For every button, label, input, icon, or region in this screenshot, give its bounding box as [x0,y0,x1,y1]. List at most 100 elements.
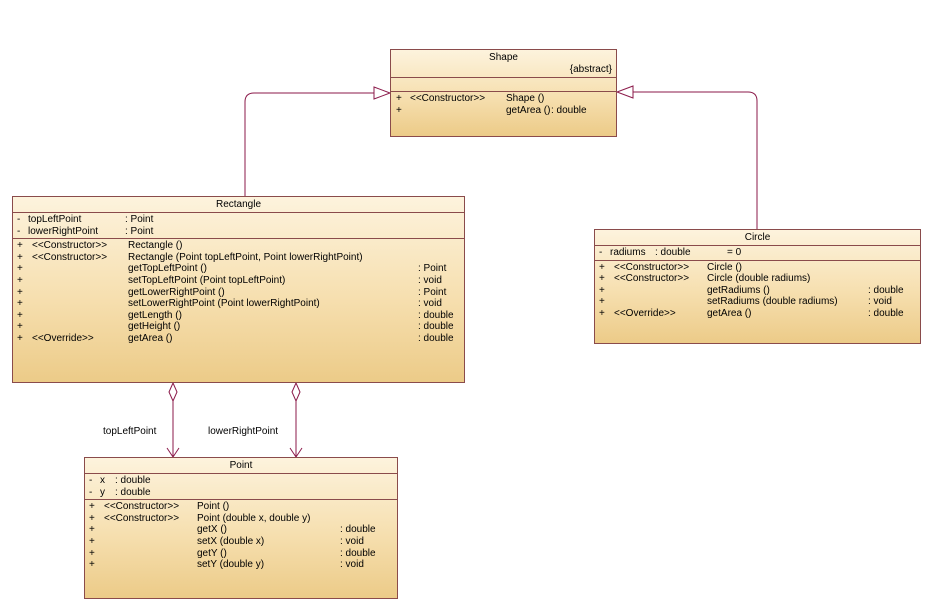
operation-return-type: : double [418,332,454,344]
operation-row[interactable]: +<<Constructor>>Circle (double radiums) [595,273,920,285]
operation-signature: getTopLeftPoint () [128,263,207,275]
class-rectangle-operations: +<<Constructor>>Rectangle ()+<<Construct… [13,239,464,345]
class-shape-operations: +<<Constructor>>Shape ()+getArea (): dou… [391,92,616,117]
class-circle-attributes: -radiums: double= 0 [595,246,920,261]
attribute-row[interactable]: -radiums: double= 0 [595,247,920,259]
visibility-marker: + [89,535,95,547]
generalization-arrowhead-left [373,86,392,100]
operation-row[interactable]: +setX (double x): void [85,536,397,548]
class-name: Circle [744,232,771,243]
operation-signature: Circle (double radiums) [707,273,811,285]
attribute-name: x [100,475,105,486]
visibility-marker: + [89,547,95,559]
visibility-marker: + [599,296,605,308]
class-rectangle[interactable]: Rectangle -topLeftPoint: Point-lowerRigh… [12,196,465,383]
generalization-circle-shape [633,91,758,229]
operation-signature: Circle () [707,261,742,273]
visibility-marker: + [17,240,23,252]
operation-stereotype: <<Override>> [614,307,676,319]
class-name: Point [229,460,253,471]
operation-signature: getRadiums () [707,284,770,296]
visibility-marker: + [89,559,95,571]
operation-row[interactable]: +getY (): double [85,548,397,560]
operation-row[interactable]: +getLowerRightPoint (): Point [13,287,464,299]
operation-signature: getArea () [506,104,551,116]
visibility-marker: + [396,93,402,104]
operation-row[interactable]: + getRadiums () : double [595,285,920,297]
operation-signature: Point () [197,501,230,513]
visibility-marker: - [89,486,93,498]
association-label-topleftpoint: topLeftPoint [103,426,157,437]
visibility-marker: + [599,284,605,296]
visibility-marker: + [17,332,23,344]
attribute-row[interactable]: -topLeftPoint: Point [13,214,464,226]
visibility-marker: + [599,261,605,273]
operation-row[interactable]: +<<Constructor>>Point () [85,501,397,513]
operation-row[interactable]: + getHeight () : double [13,321,464,333]
visibility-marker: + [17,298,23,310]
operation-signature: getLength () [128,309,182,321]
attribute-initial-value: = 0 [727,247,742,258]
class-shape-header: Shape {abstract} [391,50,616,77]
operation-row[interactable]: +<<Override>>getArea (): double [595,308,920,320]
operation-return-type: : double [418,321,454,333]
operation-row[interactable]: +<<Constructor>>Point (double x, double … [85,513,397,525]
operation-row[interactable]: +getLength (): double [13,310,464,322]
operation-row[interactable]: +setY (double y): void [85,559,397,571]
operation-row[interactable]: + setTopLeftPoint (Point topLeftPoint) : v… [13,275,464,287]
operation-signature: getHeight () [128,321,181,333]
operation-row[interactable]: + setRadiums (double radiums) : void [595,296,920,308]
class-name: Rectangle [215,199,262,210]
operation-row[interactable]: +setLowerRightPoint (Point lowerRightPoi… [13,298,464,310]
association-label-lowerrightpoint: lowerRightPoint [208,426,279,437]
operation-signature: setTopLeftPoint (Point topLeftPoint) [128,274,286,286]
operation-return-type: : void [340,559,364,571]
attribute-name: radiums [610,247,646,258]
visibility-marker: - [17,225,21,237]
aggregation-diamond-topleft [168,381,178,403]
attribute-type: : double [115,486,151,498]
operation-signature: Rectangle () [128,240,183,252]
visibility-marker: + [396,104,402,116]
visibility-marker: + [17,263,23,275]
operation-return-type: : void [340,535,364,547]
attribute-name: topLeftPoint [28,214,82,225]
operation-stereotype: <<Constructor>> [104,512,180,524]
operation-return-type: : void [418,298,442,310]
operation-stereotype: <<Constructor>> [410,93,486,104]
operation-return-type: : double [868,284,904,296]
operation-signature: setRadiums (double radiums) [707,296,838,308]
operation-stereotype: <<Constructor>> [104,501,180,513]
operation-row[interactable]: +<<Constructor>>Circle () [595,262,920,274]
visibility-marker: + [17,321,23,333]
visibility-marker: - [599,247,603,258]
class-shape[interactable]: Shape {abstract} + <<Constructor>> Shape (… [390,49,617,137]
aggregation-diamond-lowerright [291,381,301,403]
class-point[interactable]: Point -x: double-y: double +<<Constructo… [84,457,398,599]
operation-row[interactable]: + getTopLeftPoint () : Point [13,263,464,275]
attribute-name: lowerRightPoint [28,225,99,237]
generalization-arrowhead-right [615,85,634,99]
operation-stereotype: <<Override>> [32,332,94,344]
class-circle-operations: +<<Constructor>>Circle ()+<<Constructor>… [595,261,920,321]
visibility-marker: + [17,274,23,286]
operation-row[interactable]: +<<Constructor>>Rectangle () [13,240,464,252]
operation-row[interactable]: +<<Constructor>>Rectangle (Point topLeft… [13,252,464,264]
operation-row[interactable]: + <<Constructor>> Shape () [391,93,616,105]
operation-return-type: : Point [418,263,447,275]
attribute-row[interactable]: -y: double [85,487,397,499]
class-circle[interactable]: Circle -radiums: double= 0 +<<Constructo… [594,229,921,344]
operation-return-type: : void [418,274,442,286]
visibility-marker: - [89,475,93,486]
operation-row[interactable]: +<<Override>>getArea (): double [13,333,464,345]
attribute-row[interactable]: -x: double [85,475,397,487]
attribute-type: : Point [125,225,154,237]
operation-return-type: : void [868,296,892,308]
operation-row[interactable]: +getArea (): double [391,105,616,117]
operation-row[interactable]: +getX (): double [85,524,397,536]
visibility-marker: + [17,286,23,298]
operation-signature: Shape () [506,93,545,104]
operation-return-type: : double [418,309,454,321]
attribute-row[interactable]: -lowerRightPoint : Point [13,226,464,238]
